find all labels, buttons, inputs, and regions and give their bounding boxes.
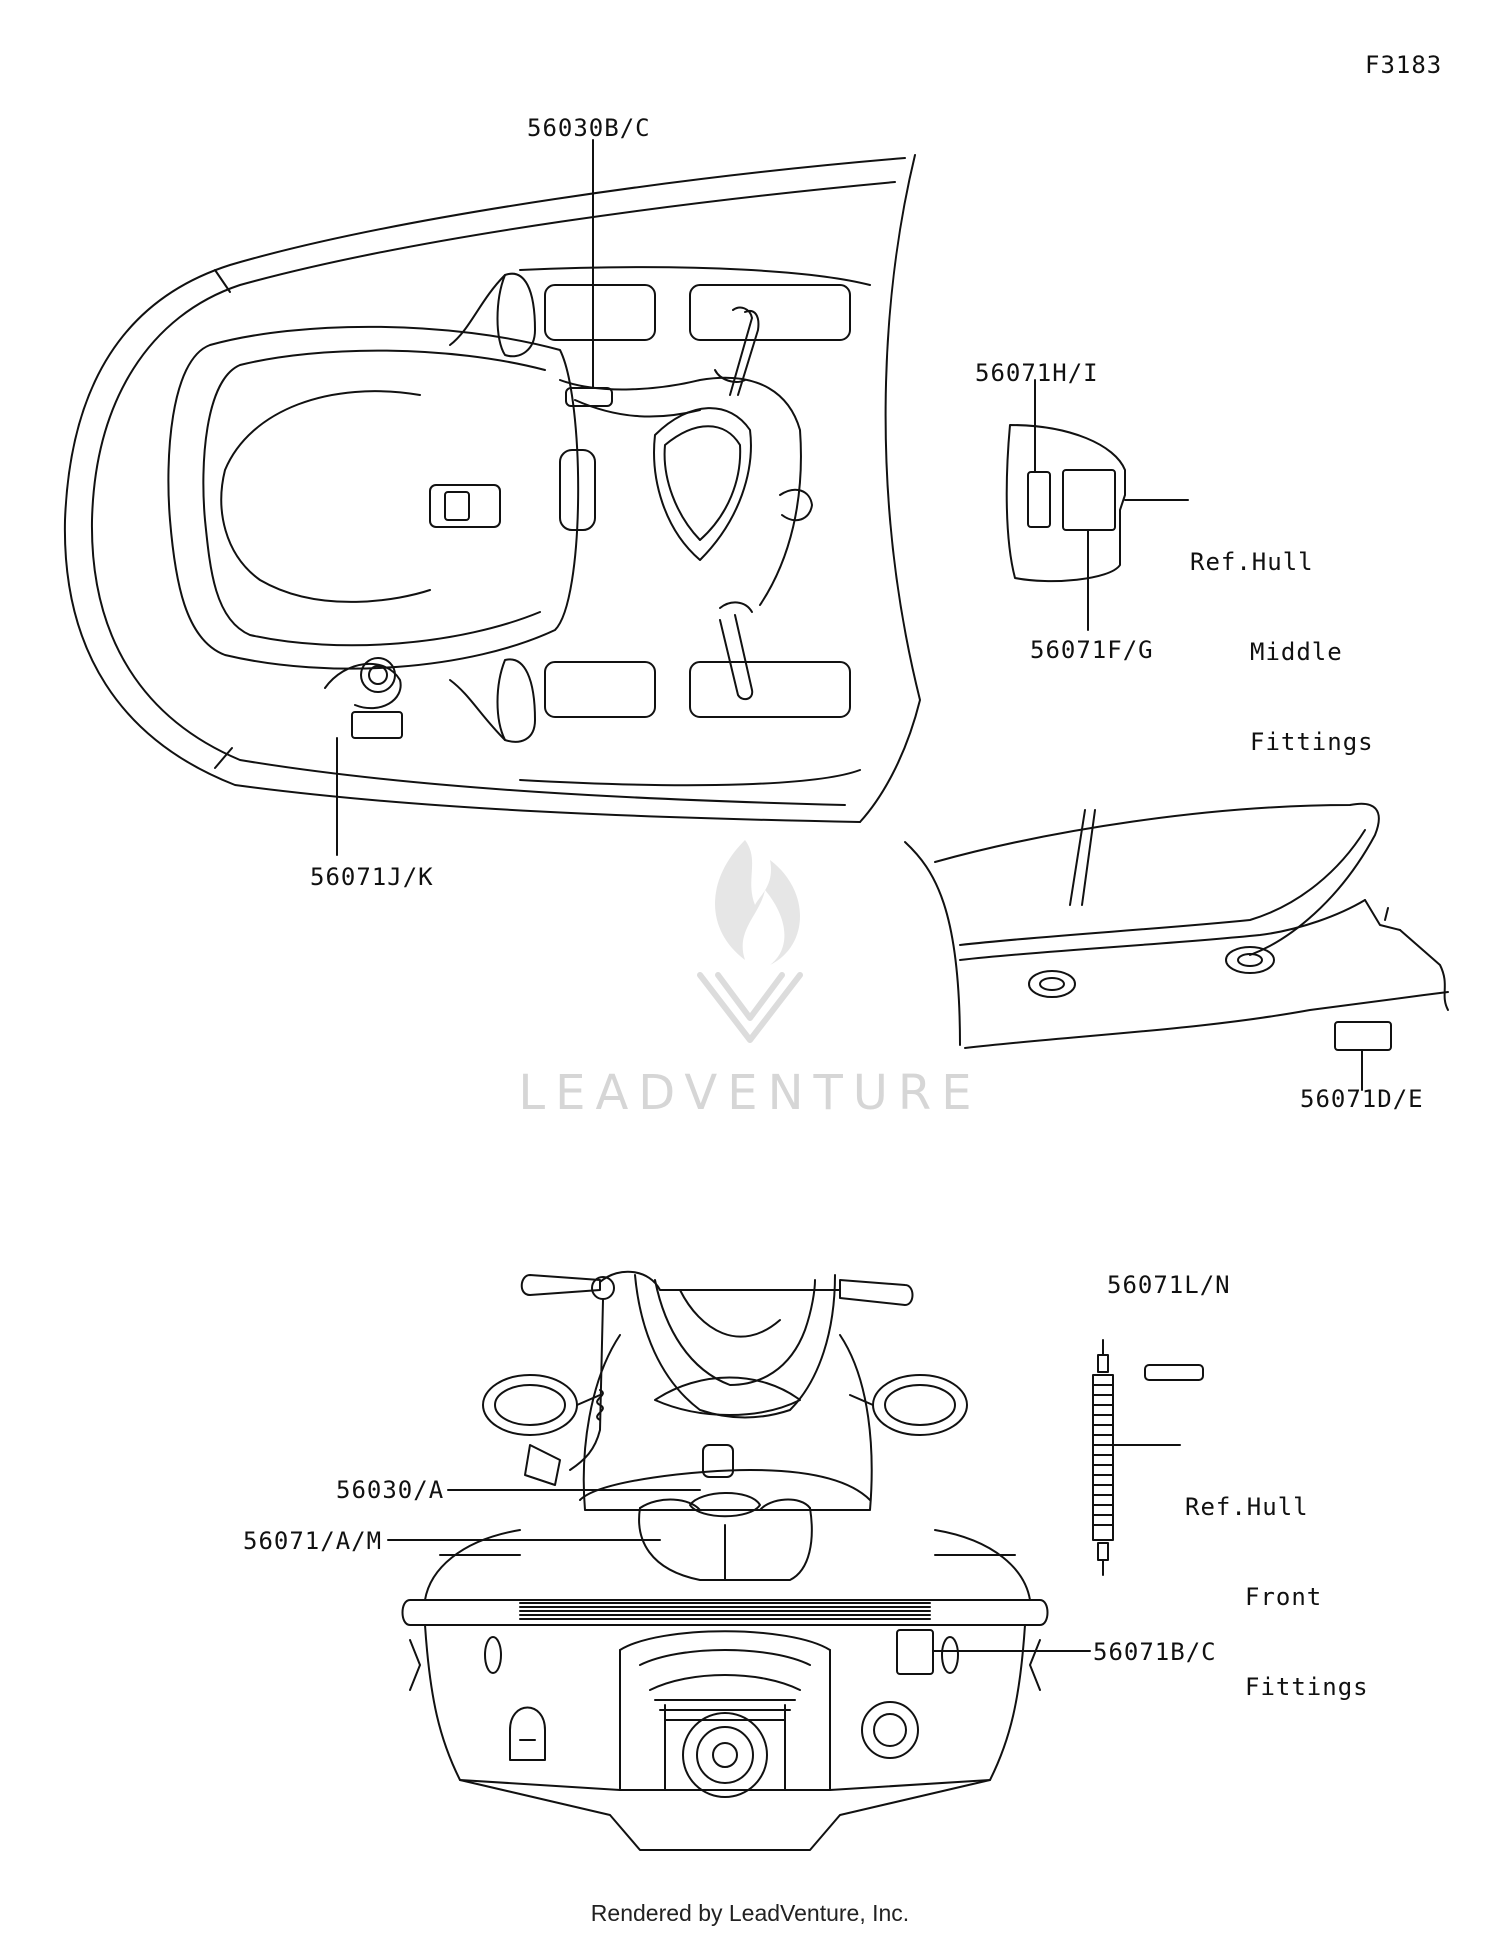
- note-middle-line-2: Middle: [1250, 638, 1343, 666]
- callout-56030bc[interactable]: 56030B/C: [527, 114, 651, 142]
- top-view-hull: [63, 154, 921, 823]
- note-middle-line-1: Ref.Hull: [1190, 548, 1314, 576]
- callout-56071am[interactable]: 56071/A/M: [243, 1527, 383, 1555]
- note-middle-line-3: Fittings: [1250, 728, 1374, 756]
- callout-56071bc[interactable]: 56071B/C: [1093, 1638, 1217, 1666]
- callout-56071jk[interactable]: 56071J/K: [310, 863, 434, 891]
- middle-fittings-detail: [1005, 379, 1189, 631]
- watermark-text: LEADVENTURE: [518, 1065, 982, 1121]
- note-front-line-2: Front: [1245, 1583, 1323, 1611]
- callout-56071de[interactable]: 56071D/E: [1300, 1085, 1424, 1113]
- front-fittings-detail: [1092, 1339, 1204, 1576]
- rear-view-hull: [401, 1270, 1049, 1851]
- note-front-line-3: Fittings: [1245, 1673, 1369, 1701]
- note-middle-fittings: Ref.Hull Middle Fittings: [1190, 487, 1374, 817]
- note-front-fittings: Ref.Hull Front Fittings: [1185, 1432, 1369, 1762]
- callout-56030a[interactable]: 56030/A: [336, 1476, 445, 1504]
- footer-credit: Rendered by LeadVenture, Inc.: [590, 1900, 910, 1926]
- side-view-seat: [904, 802, 1449, 1091]
- callout-56071ln[interactable]: 56071L/N: [1107, 1271, 1231, 1299]
- figure-id: F3183: [1365, 51, 1443, 79]
- note-front-line-1: Ref.Hull: [1185, 1493, 1309, 1521]
- watermark-logo: [697, 840, 803, 1043]
- callout-56071fg[interactable]: 56071F/G: [1030, 636, 1154, 664]
- callout-56071hi[interactable]: 56071H/I: [975, 359, 1099, 387]
